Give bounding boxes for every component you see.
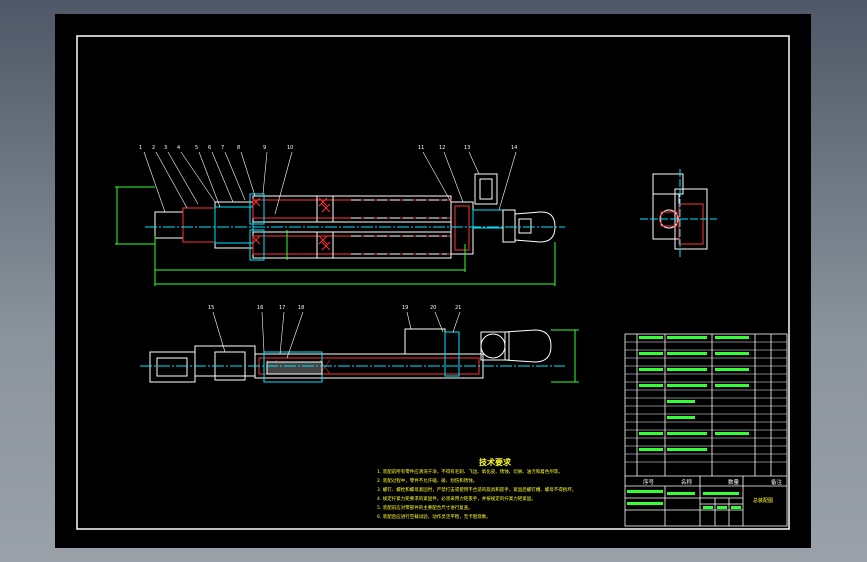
drawing-sheet: 1 2 3 4 5 6 7 8 9 10 11 12 13 14 15 16 1… — [55, 14, 811, 548]
part-number: 4 — [177, 145, 181, 151]
border-frame — [76, 35, 790, 530]
part-number: 16 — [257, 305, 264, 311]
part-number: 19 — [402, 305, 409, 311]
part-number: 17 — [279, 305, 286, 311]
main-view-assembly — [115, 151, 565, 286]
front-bracket — [474, 173, 498, 205]
hatched-section — [266, 361, 323, 375]
title-block — [624, 333, 788, 527]
title-block-entries — [627, 336, 749, 509]
part-number: 1 — [139, 145, 143, 151]
title-block-header-note: 备注 — [771, 480, 783, 486]
requirement-line: 1. 装配前所有零件应清洗干净，不得有毛刺、飞边、氧化皮、锈蚀、切屑、油污和着色… — [377, 470, 563, 475]
part-number: 11 — [418, 145, 425, 151]
part-number: 6 — [208, 145, 212, 151]
part-number: 13 — [464, 145, 471, 151]
side-view — [640, 169, 717, 259]
drawing-name: 总装配图 — [753, 498, 774, 504]
requirement-line: 3. 螺钉、螺栓和螺母紧固时，严禁打击或使用不合适的旋具和扳手，紧固后螺钉槽、螺… — [377, 488, 577, 493]
part-number: 8 — [237, 145, 241, 151]
part-number: 2 — [152, 145, 156, 151]
part-number: 18 — [298, 305, 305, 311]
title-block-header-qty: 数量 — [728, 480, 740, 486]
part-number: 20 — [430, 305, 437, 311]
title-block-header-name: 名称 — [681, 480, 693, 486]
title-block-header-index: 序号 — [643, 480, 655, 486]
technical-requirements-title: 技术要求 — [479, 458, 511, 467]
part-number: 9 — [263, 145, 267, 151]
part-number: 7 — [221, 145, 225, 151]
part-number: 12 — [439, 145, 446, 151]
part-number: 21 — [455, 305, 462, 311]
part-number: 3 — [164, 145, 168, 151]
part-number: 15 — [208, 305, 215, 311]
bottom-view — [140, 311, 579, 383]
part-number: 10 — [287, 145, 294, 151]
requirement-line: 4. 规定拧紧力矩要求的紧固件，必须采用力矩扳手，并按规定的拧紧力矩紧固。 — [377, 497, 536, 502]
part-number: 14 — [511, 145, 518, 151]
cad-drawing-canvas — [76, 35, 790, 530]
requirement-line: 5. 装配前应对零部件的主要配合尺寸进行复查。 — [377, 506, 473, 511]
rear-clevis — [154, 211, 184, 239]
part-number: 5 — [195, 145, 199, 151]
requirement-line: 6. 装配后应进行空载试验，动作灵活平稳，无卡阻现象。 — [377, 515, 491, 520]
requirement-line: 2. 装配过程中，零件不允许磕、碰、划伤和锈蚀。 — [377, 479, 478, 484]
